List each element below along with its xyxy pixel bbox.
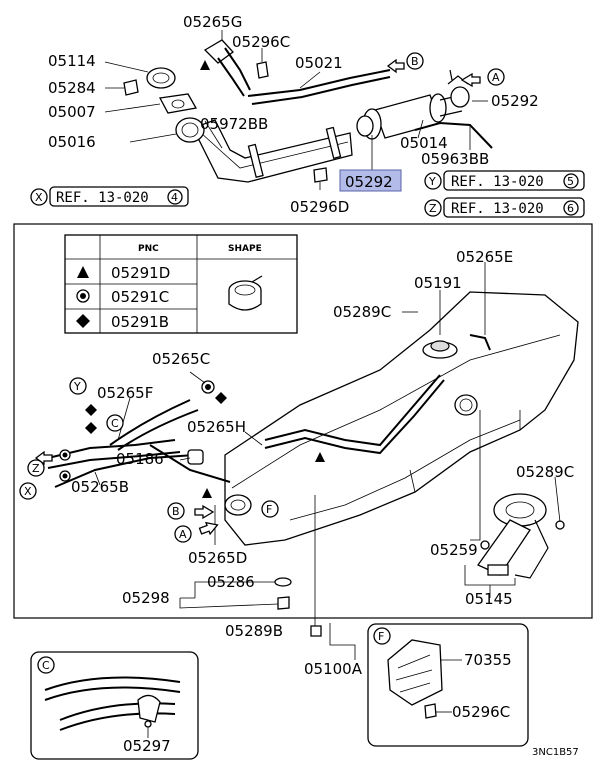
part-label-05289B: 05289B — [225, 622, 283, 640]
svg-text:REF. 13-020: REF. 13-020 — [56, 190, 149, 206]
pnc-header: PNC — [138, 244, 159, 254]
svg-text:B: B — [411, 55, 419, 68]
svg-text:5: 5 — [567, 175, 574, 188]
part-label-05289C-right: 05289C — [516, 463, 574, 481]
pnc-row-2: 05291C — [111, 288, 169, 306]
part-label-05286: 05286 — [207, 573, 255, 591]
part-label-05292-highlight[interactable]: 05292 — [345, 173, 393, 191]
part-label-05265B: 05265B — [71, 478, 129, 496]
part-label-05186: 05186 — [116, 450, 164, 468]
flow-arrows-upper — [386, 58, 481, 88]
part-label-05296C-detail: 05296C — [452, 703, 510, 721]
highlight-box-05292 — [339, 169, 402, 192]
part-label-05298: 05298 — [122, 589, 170, 607]
svg-text:C: C — [111, 417, 119, 430]
callout-X-main: X — [19, 482, 37, 500]
svg-text:A: A — [492, 71, 500, 84]
svg-text:4: 4 — [171, 191, 178, 204]
part-label-05016: 05016 — [48, 133, 96, 151]
part-label-05297: 05297 — [123, 737, 171, 755]
callout-Y-main: Y — [69, 377, 87, 395]
callout-B-upper: B — [406, 52, 424, 70]
clamp-shape-icon — [228, 275, 263, 311]
filler-neck-assembly — [104, 30, 493, 190]
part-label-05292-right: 05292 — [491, 92, 539, 110]
svg-text:REF. 13-020: REF. 13-020 — [451, 201, 544, 217]
shape-header: SHAPE — [228, 244, 262, 254]
callout-B-main: B — [167, 502, 185, 520]
part-label-05114: 05114 — [48, 52, 96, 70]
diagram-code: 3NC1B57 — [532, 747, 579, 758]
callout-A-upper: A — [487, 68, 505, 86]
svg-text:B: B — [172, 505, 180, 518]
part-label-05021: 05021 — [295, 54, 343, 72]
part-label-05265H: 05265H — [187, 418, 246, 436]
svg-text:Y: Y — [73, 380, 81, 393]
pnc-table: PNC SHAPE 05291D 05291C 05291B — [64, 234, 298, 334]
part-label-05014: 05014 — [400, 134, 448, 152]
part-label-05289C-top: 05289C — [333, 303, 391, 321]
part-label-05145: 05145 — [465, 590, 513, 608]
fuel-tank — [224, 291, 579, 546]
part-label-05259: 05259 — [430, 541, 478, 559]
part-label-05265D: 05265D — [188, 549, 247, 567]
bottom-hardware — [179, 495, 322, 637]
callout-C-main: C — [106, 414, 124, 432]
main-frame — [13, 223, 593, 619]
svg-text:6: 6 — [567, 202, 574, 215]
fuel-hoses-left — [47, 380, 325, 498]
callout-A-main: A — [174, 525, 192, 543]
part-label-05265G: 05265G — [183, 13, 242, 31]
svg-text:Z: Z — [429, 202, 437, 215]
part-label-05100A: 05100A — [304, 660, 363, 678]
part-label-05972BB: 05972BB — [200, 115, 268, 133]
svg-text:X: X — [24, 485, 32, 498]
svg-text:F: F — [378, 630, 384, 643]
detail-f-box: F 70355 05296C — [367, 623, 529, 747]
part-label-05284: 05284 — [48, 79, 96, 97]
triangle-icon — [77, 266, 89, 278]
pnc-row-3: 05291B — [111, 313, 169, 331]
fuel-pump-unit — [477, 493, 565, 579]
ref-y: Y REF. 13-020 5 — [424, 170, 585, 191]
part-label-05265E: 05265E — [456, 248, 513, 266]
svg-text:X: X — [35, 191, 43, 204]
double-circle-icon — [76, 289, 90, 303]
part-label-70355: 70355 — [464, 651, 512, 669]
svg-text:Z: Z — [32, 462, 40, 475]
svg-text:A: A — [179, 528, 187, 541]
detail-c-box: C 05297 — [30, 651, 199, 760]
ref-z: Z REF. 13-020 6 — [424, 197, 585, 218]
svg-text:Y: Y — [428, 175, 436, 188]
callout-F-main: F — [261, 500, 279, 518]
part-label-05963BB: 05963BB — [421, 150, 489, 168]
svg-text:F: F — [266, 503, 272, 516]
pnc-row-1: 05291D — [111, 264, 170, 282]
flow-arrows-main — [34, 450, 219, 536]
part-label-05296D: 05296D — [290, 198, 349, 216]
part-label-05191: 05191 — [414, 274, 462, 292]
part-label-05265C: 05265C — [152, 350, 210, 368]
ref-x: X REF. 13-020 4 — [30, 186, 189, 207]
svg-text:C: C — [42, 659, 50, 672]
part-label-05265F: 05265F — [97, 384, 153, 402]
part-label-05296C-top: 05296C — [232, 33, 290, 51]
diamond-icon — [76, 314, 90, 328]
part-label-05007: 05007 — [48, 103, 96, 121]
svg-text:REF. 13-020: REF. 13-020 — [451, 174, 544, 190]
callout-Z-main: Z — [27, 459, 45, 477]
